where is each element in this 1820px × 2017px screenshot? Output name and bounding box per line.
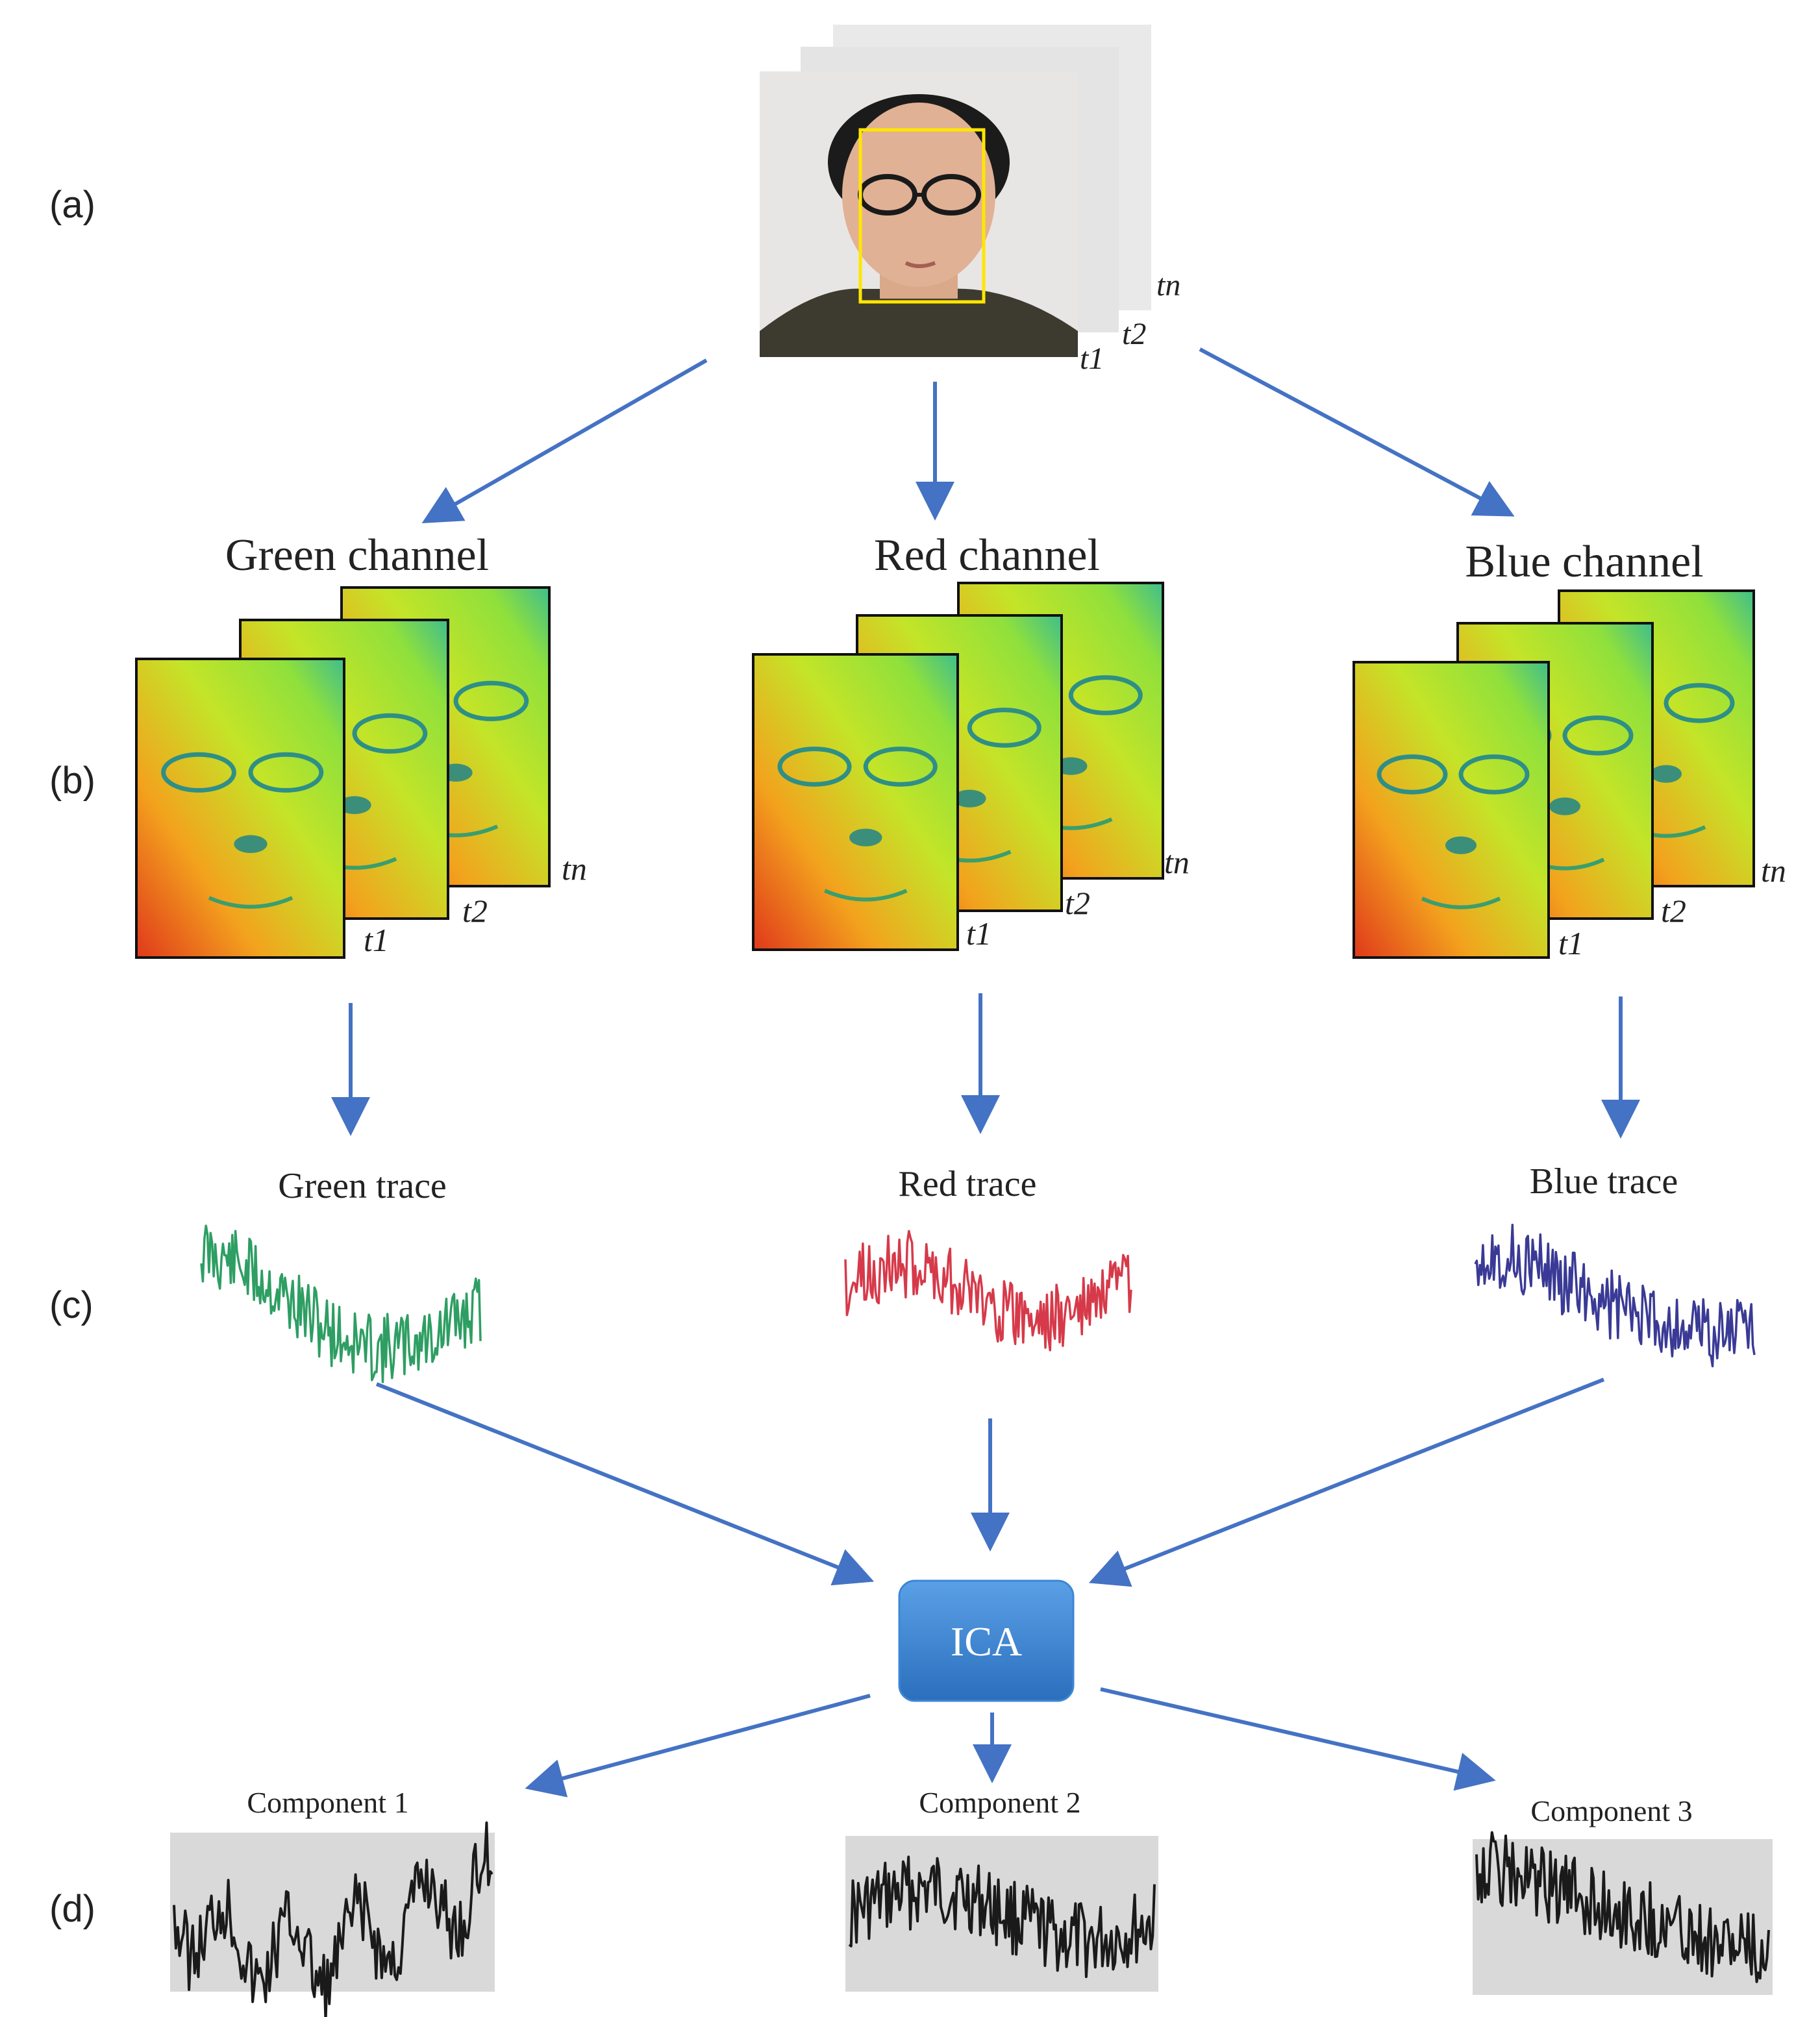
row-label-c: (c) — [49, 1284, 93, 1326]
video-frame-stack: t1 t2 tn — [760, 25, 1180, 376]
ica-block: ICA — [898, 1579, 1075, 1702]
ica-box — [898, 1579, 1075, 1702]
ica-label: ICA — [951, 1618, 1022, 1664]
component-title-1: Component 1 — [247, 1786, 408, 1819]
heatmap-time-label-first: t1 — [966, 915, 991, 952]
trace-title-red: Red trace — [899, 1164, 1037, 1204]
row-label-a: (a) — [49, 184, 95, 226]
row-label-b: (b) — [49, 760, 95, 802]
channel-title-blue: Blue channel — [1465, 537, 1703, 587]
component-3-signal — [1475, 1831, 1770, 1983]
heatmap-time-label-last: tn — [1164, 844, 1190, 880]
heatmap-time-label-last: tn — [1761, 852, 1786, 889]
red-trace-signal — [844, 1230, 1132, 1352]
heatmap-time-label-first: t1 — [364, 922, 389, 958]
component-title-2: Component 2 — [919, 1786, 1080, 1819]
heatmap-time-label-second: t2 — [462, 893, 488, 929]
frame-label-t1: t1 — [1080, 341, 1104, 376]
component-2-panel — [845, 1836, 1158, 1992]
face-photo — [760, 94, 1078, 357]
frame-label-tn: tn — [1156, 268, 1180, 303]
arrow-ica-to-component-1 — [525, 1694, 871, 1798]
heatmap-time-label-second: t2 — [1661, 893, 1686, 929]
trace-title-blue: Blue trace — [1530, 1161, 1678, 1202]
row-label-d: (d) — [49, 1888, 95, 1930]
blue-trace-signal — [1474, 1223, 1756, 1368]
heatmap-time-label-second: t2 — [1065, 885, 1090, 921]
arrow-green-trace-to-ica — [375, 1382, 875, 1586]
channel-title-green: Green channel — [225, 530, 489, 580]
frame-label-t2: t2 — [1122, 317, 1146, 351]
heatmap-frame-1-1 — [135, 658, 345, 959]
heatmap-frame-3-1 — [1353, 661, 1550, 959]
channel-heatmap-stacks: t1 t2 tn t1 t2 tn t1 t2 tn — [135, 582, 1786, 961]
arrow-video-to-blue — [1199, 347, 1515, 517]
heatmap-frame-2-1 — [752, 653, 959, 951]
trace-title-green: Green trace — [278, 1166, 447, 1206]
heatmap-time-label-last: tn — [562, 850, 587, 887]
arrow-blue-trace-to-ica — [1088, 1378, 1605, 1587]
component-2-signal — [848, 1855, 1156, 1978]
heatmap-time-label-first: t1 — [1558, 925, 1584, 961]
arrow-ica-to-component-3 — [1100, 1687, 1496, 1791]
channel-title-red: Red channel — [874, 530, 1100, 580]
arrow-video-to-green — [421, 358, 708, 523]
component-title-3: Component 3 — [1530, 1794, 1692, 1827]
face-roi-box — [858, 128, 986, 304]
green-trace-signal — [200, 1224, 482, 1383]
component-1-signal — [173, 1821, 493, 2017]
